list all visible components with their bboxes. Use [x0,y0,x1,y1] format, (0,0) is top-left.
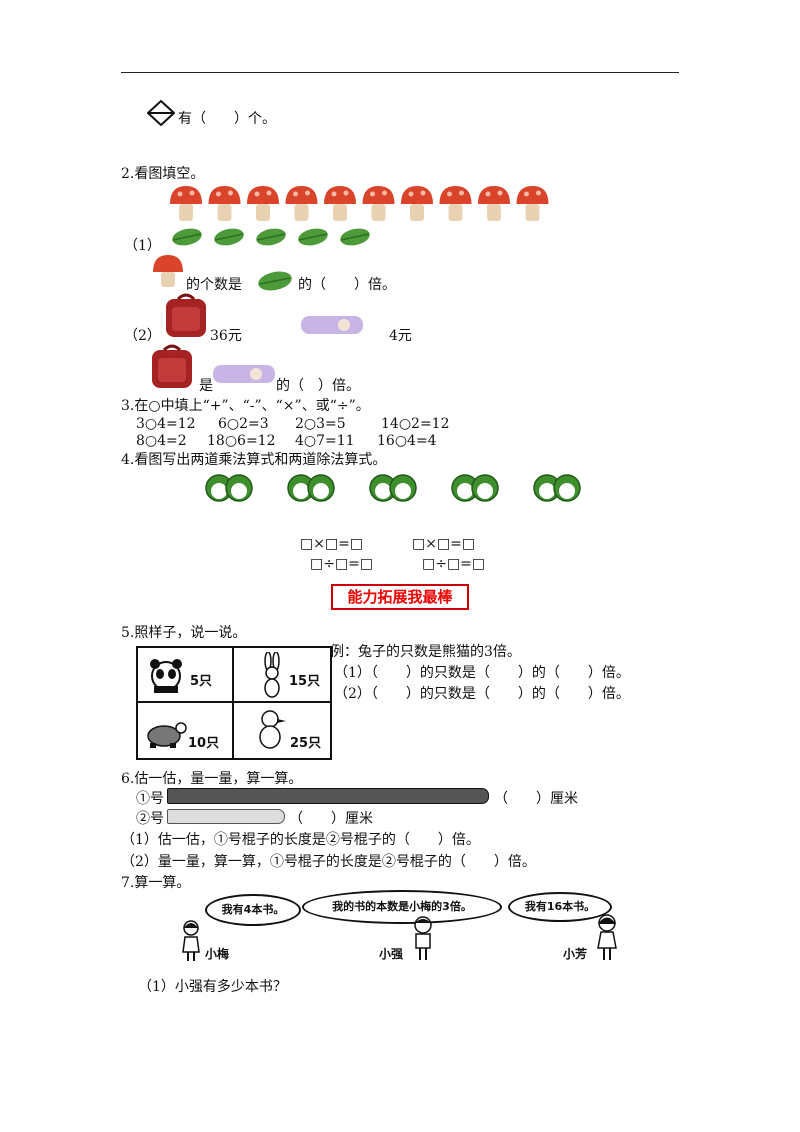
name-xiaoqiang: 小强 [379,947,404,961]
shape-question: 有（ ）个。 [178,111,276,127]
turtle-icon [147,722,187,748]
mushroom-icon [170,186,202,221]
q5-line1: （1）（ ）的只数是（ ）的（ ）倍。 [334,665,630,681]
leaf-icon [298,228,328,246]
q3-eq: 16○4=4 [377,433,437,449]
backpack-icon [166,293,206,337]
leaf-icon [172,228,202,246]
q3-eq: 2○3=5 [295,416,346,432]
turtle-count: 10只 [188,736,220,751]
q2-part2-text-b: 的（ ）倍。 [276,378,360,394]
leaf-row [170,224,380,248]
animal-grid: 5只 15只 10只 25只 [136,646,332,760]
leaf-icon [340,228,370,246]
mushroom-icon [439,186,472,221]
q6-line2: （2）量一量，算一算，①号棍子的长度是②号棍子的（ ）倍。 [121,854,536,870]
q3-eq: 4○7=11 [295,433,355,449]
mushroom-icon [247,186,279,221]
q5-title: 5.照样子，说一说。 [121,625,247,641]
mushroom-icon [285,186,318,221]
q3-eq: 3○4=12 [136,416,196,432]
stick1-unit: （ ）厘米 [494,791,578,807]
girl-icon [182,920,200,961]
backpack-price: 36元 [210,328,242,344]
pencil-case-icon [301,316,363,334]
stick2-unit: （ ）厘米 [289,811,373,827]
name-xiaomei: 小梅 [205,947,230,961]
q3-eq: 6○2=3 [218,416,269,432]
q4-mul-1: □×□=□ [300,536,364,552]
q2-part2-text-a: 是 [199,378,213,394]
q2-part1-label: （1） [124,238,161,254]
mushroom-icon [478,186,510,221]
girl-icon [597,914,617,960]
q6-title: 6.估一估，量一量，算一算。 [121,771,303,787]
q3-eq: 8○4=2 [136,433,187,449]
watermelon-pair-icon [287,474,335,502]
stick-1 [167,788,489,804]
watermelon-pair-icon [205,474,253,502]
watermelon-row [205,468,600,508]
q7-title: 7.算一算。 [121,875,191,891]
q3-eq: 18○6=12 [207,433,276,449]
speech-bubble-xiaomei: 我有4本书。 [205,894,301,926]
rabbit-icon [264,652,280,698]
pencil-case-icon [213,365,275,383]
pencil-case-price: 4元 [389,328,412,344]
panda-count: 5只 [190,674,213,689]
leaf-icon [214,228,244,246]
backpack-icon [152,344,192,388]
duck-icon [259,710,286,749]
watermelon-pair-icon [533,474,581,502]
q3-eq: 14○2=12 [381,416,450,432]
panda-icon [150,659,182,693]
q3-title: 3.在○中填上“+”、“-”、“×”、或“÷”。 [121,398,370,414]
q4-div-2: □÷□=□ [422,556,486,572]
q4-mul-2: □×□=□ [412,536,476,552]
duck-count: 25只 [290,736,322,751]
speech-bubble-xiaoqiang: 我的书的本数是小梅的3倍。 [302,890,502,924]
q2-part2-label: （2） [124,328,161,344]
stick2-label: ②号 [136,811,164,827]
section-banner: 能力拓展我最棒 [331,584,469,610]
q5-example: 例：兔子的只数是熊猫的3倍。 [330,644,521,660]
leaf-icon [258,271,292,291]
mushroom-icon [362,186,395,221]
speech-bubble-xiaofang: 我有16本书。 [508,892,612,922]
stick1-label: ①号 [136,791,164,807]
q7-sub1: （1）小强有多少本书？ [138,979,287,995]
watermelon-pair-icon [369,474,417,502]
q4-div-1: □÷□=□ [310,556,374,572]
name-xiaofang: 小芳 [563,947,588,961]
top-rule [121,72,679,73]
mushroom-icon [153,255,183,287]
q2-title: 2.看图填空。 [121,166,205,182]
watermelon-pair-icon [451,474,499,502]
stick-2 [167,809,285,824]
q2-part1-text-a: 的个数是 [186,277,242,293]
q4-title: 4.看图写出两道乘法算式和两道除法算式。 [121,452,387,468]
q2-part1-text-b: 的（ ）倍。 [298,277,396,293]
q5-line2: （2）（ ）的只数是（ ）的（ ）倍。 [334,686,630,702]
mushroom-row [168,184,553,224]
leaf-icon [256,228,286,246]
q6-line1: （1）估一估，①号棍子的长度是②号棍子的（ ）倍。 [121,832,480,848]
mushroom-icon [324,186,356,221]
rhombus-icon [147,100,175,126]
boy-icon [414,916,432,960]
mushroom-icon [401,186,433,221]
mushroom-icon [208,186,241,221]
rabbit-count: 15只 [289,674,321,689]
mushroom-icon [516,186,549,221]
